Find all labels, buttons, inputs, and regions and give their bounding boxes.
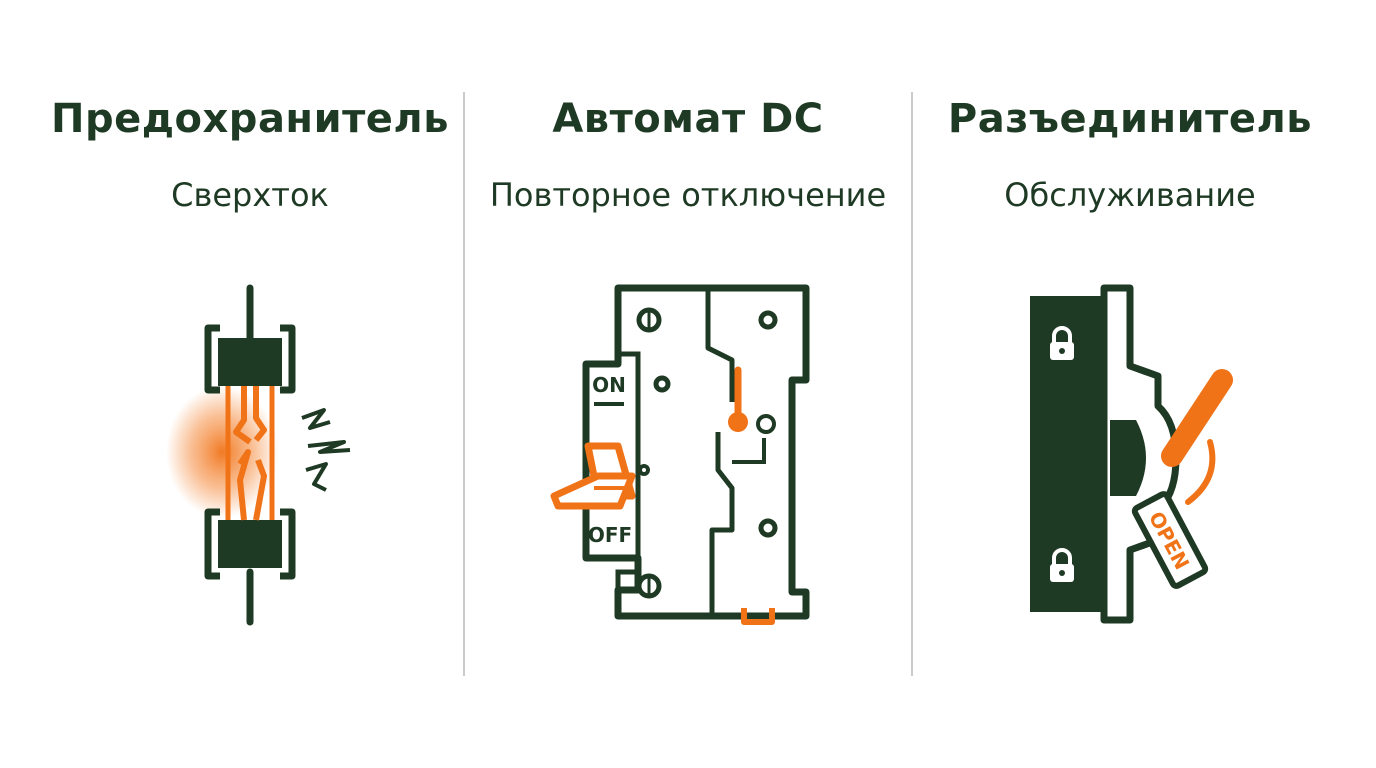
panel-subtitle: Обслуживание xyxy=(1004,176,1256,214)
panel-subtitle: Повторное отключение xyxy=(489,176,887,214)
on-label: ON xyxy=(592,373,626,397)
panel-title: Предохранитель xyxy=(50,96,449,142)
panel-subtitle: Сверхток xyxy=(171,176,329,214)
panel-circuit-breaker: Автомат DC Повторное отключение xyxy=(468,0,908,768)
panel-disconnector: Разъединитель Обслуживание xyxy=(910,0,1350,768)
fuse-icon xyxy=(166,284,351,626)
panel-fuse: Предохранитель Сверхток xyxy=(30,0,470,768)
padlock-icon xyxy=(1050,548,1074,582)
panel-title: Разъединитель xyxy=(947,96,1313,142)
circuit-breaker-icon: ON OFF xyxy=(550,284,810,625)
disconnector-icon: OPEN xyxy=(1030,284,1233,624)
panel-title: Автомат DC xyxy=(552,96,824,142)
divider-right xyxy=(911,92,913,676)
divider-left xyxy=(463,92,465,676)
off-label: OFF xyxy=(588,523,632,547)
padlock-icon xyxy=(1050,326,1074,360)
